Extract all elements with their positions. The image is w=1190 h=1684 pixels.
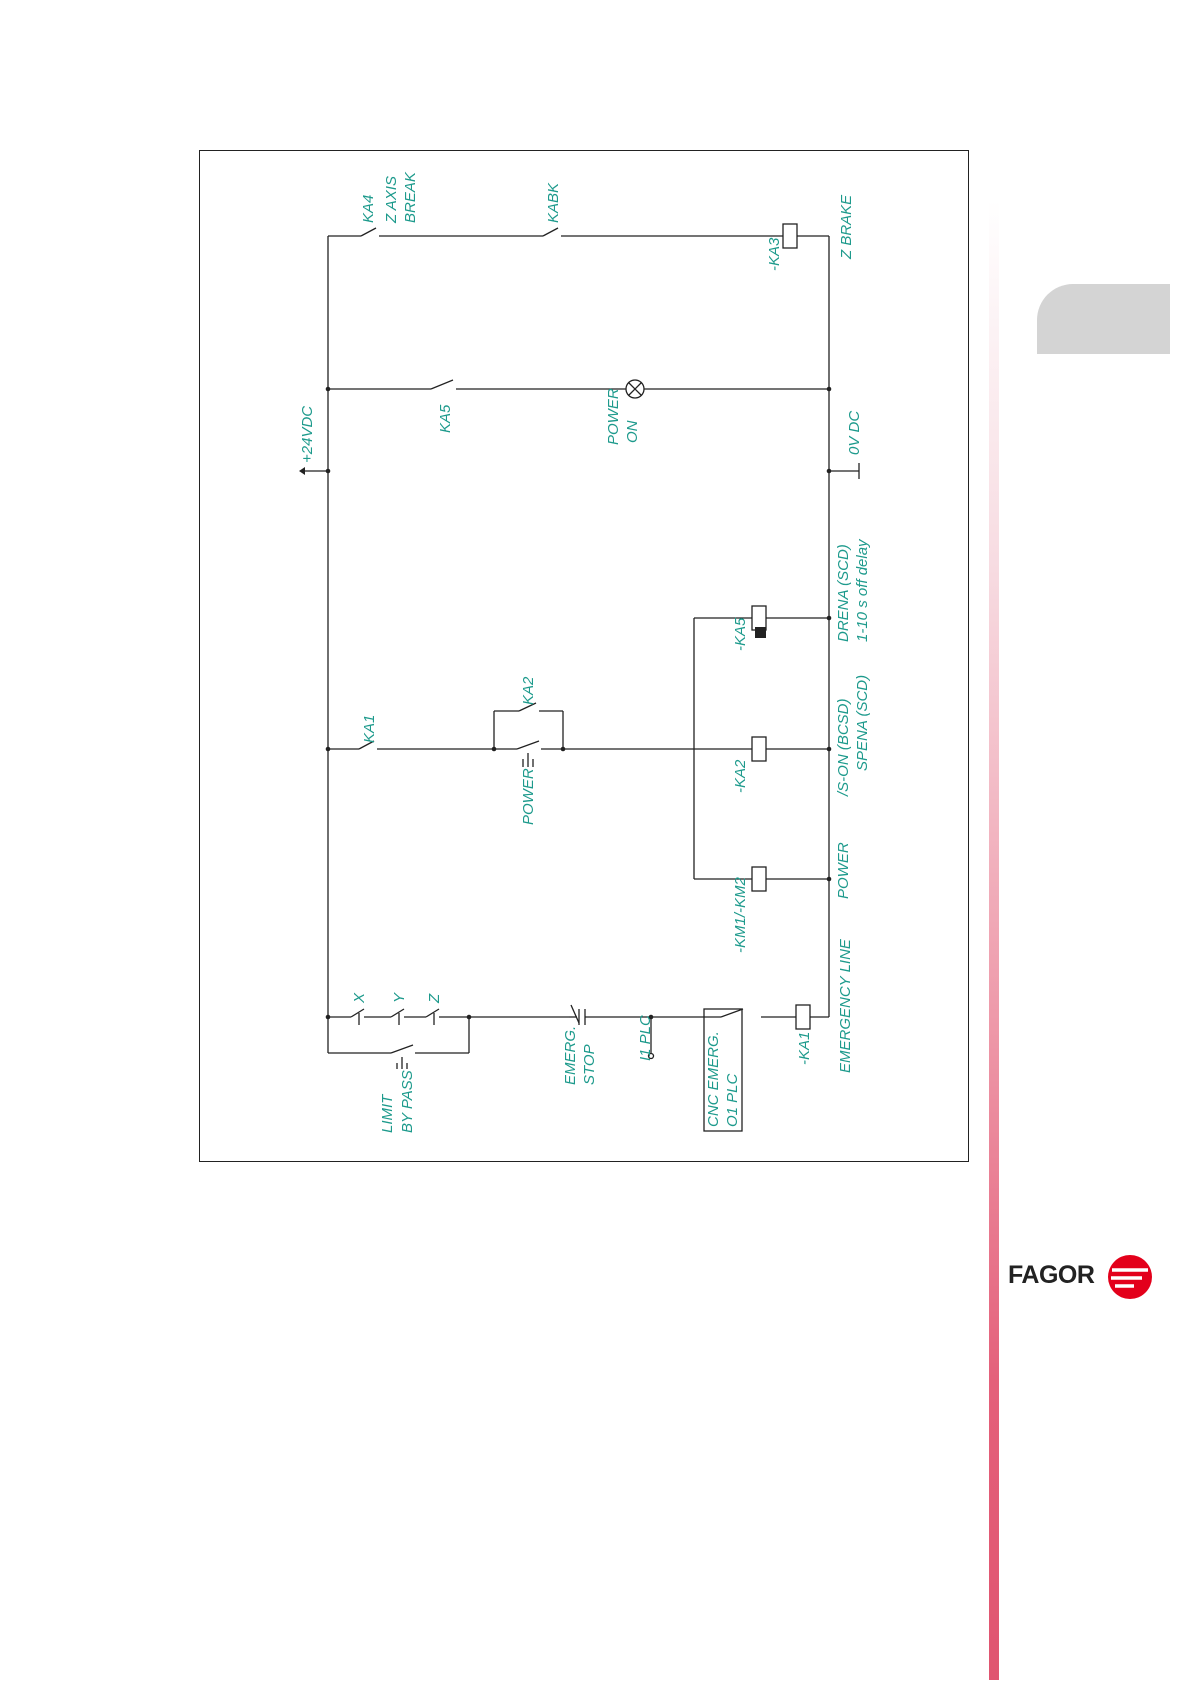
label-supply-plus: +24VDC — [299, 406, 316, 463]
label-ka1-contact: KA1 — [361, 715, 378, 743]
side-color-bar — [989, 200, 999, 1680]
label-power-lamp-1: POWER — [605, 388, 622, 445]
label-limit-y: Y — [391, 992, 408, 1003]
rung-power-lamp — [326, 380, 832, 398]
rung-ka2-hold — [326, 703, 832, 767]
fagor-emblem-icon — [1106, 1253, 1154, 1301]
label-km-coil: -KM1/-KM2 — [732, 877, 749, 954]
fagor-wordmark: FAGOR — [1008, 1261, 1094, 1290]
label-delay: 1-10 s off delay — [854, 538, 871, 642]
rails — [299, 236, 859, 1053]
rung-z-brake — [328, 224, 829, 248]
label-emerg: EMERG. — [562, 1026, 579, 1085]
fagor-logo: FAGOR — [1008, 1251, 1158, 1306]
label-ka5-coil: -KA5 — [732, 617, 749, 651]
label-by-pass: BY PASS — [399, 1070, 416, 1133]
label-z-brake: Z BRAKE — [838, 194, 855, 260]
label-ka4: KA4 — [360, 195, 377, 223]
label-supply-zero: 0V DC — [846, 411, 863, 455]
label-power-button: POWER — [520, 768, 537, 825]
label-emergency-line: EMERGENCY LINE — [837, 938, 854, 1073]
label-ka1-coil: -KA1 — [796, 1032, 813, 1065]
label-limit: LIMIT — [379, 1093, 396, 1133]
chapter-tab[interactable] — [1037, 284, 1170, 354]
label-ka2-contact: KA2 — [520, 676, 537, 705]
rung-ka5-coil — [694, 606, 831, 879]
label-o1-plc: O1 PLC — [724, 1073, 741, 1127]
schematic-frame: +24VDC 0V DC KA4 Z AXIS BREAK KABK -KA3 … — [199, 150, 969, 1162]
label-limit-x: X — [351, 992, 368, 1004]
label-ka5-contact: KA5 — [437, 404, 454, 433]
label-cnc-emerg: CNC EMERG. — [705, 1031, 722, 1127]
label-kabk: KABK — [545, 182, 562, 223]
label-z-axis: Z AXIS — [383, 176, 400, 224]
label-son: /S-ON (BCSD) — [835, 698, 852, 797]
label-ka3-coil: -KA3 — [766, 237, 783, 271]
label-stop: STOP — [581, 1044, 598, 1085]
label-power-coil: POWER — [835, 842, 852, 899]
label-drena: DRENA (SCD) — [835, 544, 852, 642]
schematic-diagram: +24VDC 0V DC KA4 Z AXIS BREAK KABK -KA3 … — [200, 151, 970, 1163]
label-i1-plc: I1 PLC — [637, 1015, 654, 1061]
label-ka2-coil: -KA2 — [732, 759, 749, 793]
label-spena: SPENA (SCD) — [854, 675, 871, 771]
diagram-labels: +24VDC 0V DC KA4 Z AXIS BREAK KABK -KA3 … — [299, 171, 871, 1133]
label-limit-z: Z — [426, 993, 443, 1004]
label-break: BREAK — [402, 171, 419, 223]
rung-km-coil — [694, 867, 831, 891]
label-power-lamp-2: ON — [624, 420, 641, 443]
